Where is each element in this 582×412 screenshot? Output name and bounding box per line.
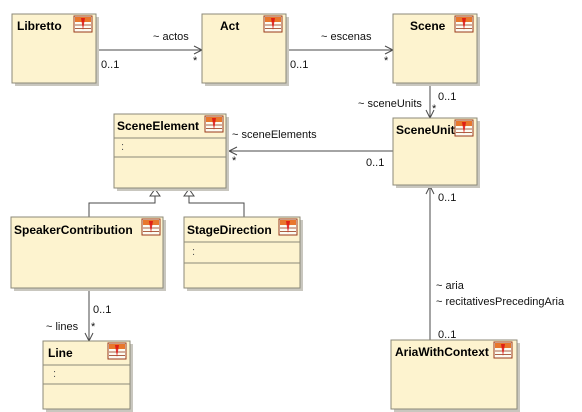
uml-class-icon bbox=[278, 218, 298, 236]
mult-scene-sceneunit-target: * bbox=[432, 103, 437, 115]
class-name-scene: Scene bbox=[410, 19, 446, 33]
mult-aria-sceneunit-source: 0..1 bbox=[438, 329, 456, 341]
class-name-sceneelement: SceneElement bbox=[117, 119, 199, 133]
uml-class-icon bbox=[107, 342, 127, 360]
uml-class-icon bbox=[204, 115, 224, 133]
uml-class-icon bbox=[263, 15, 283, 33]
mult-scene-sceneunit-source: 0..1 bbox=[438, 91, 456, 103]
class-libretto[interactable]: Libretto bbox=[11, 13, 99, 86]
association-libretto-act[interactable]: ~ actos 0..1 * bbox=[97, 31, 204, 71]
uml-class-icon bbox=[454, 15, 474, 33]
uml-class-icon bbox=[73, 15, 93, 33]
mult-sceneunit-sceneelement-source: 0..1 bbox=[366, 157, 384, 169]
association-act-scene[interactable]: ~ escenas 0..1 * bbox=[287, 31, 395, 71]
role-sceneunits: ~ sceneUnits bbox=[358, 98, 422, 110]
class-line[interactable]: Line : bbox=[42, 340, 133, 412]
role-escenas: ~ escenas bbox=[321, 31, 372, 43]
uml-class-icon bbox=[454, 119, 474, 137]
mult-speaker-line-source: 0..1 bbox=[93, 304, 111, 316]
class-name-ariawithcontext: AriaWithContext bbox=[395, 345, 489, 359]
role-recitatives-preceding-aria: ~ recitativesPrecedingAria bbox=[436, 296, 565, 308]
uml-class-icon bbox=[141, 218, 161, 236]
generalization-stagedirection[interactable] bbox=[183, 188, 245, 217]
class-name-stagedirection: StageDirection bbox=[187, 223, 272, 237]
attribute-placeholder: : bbox=[121, 141, 124, 153]
association-speaker-line[interactable]: ~ lines 0..1 * bbox=[46, 289, 111, 343]
mult-libretto-act-source: 0..1 bbox=[101, 59, 119, 71]
role-lines: ~ lines bbox=[46, 321, 79, 333]
mult-aria-sceneunit-target: 0..1 bbox=[438, 192, 456, 204]
mult-act-scene-source: 0..1 bbox=[290, 59, 308, 71]
association-aria-sceneunit[interactable]: ~ aria ~ recitativesPrecedingAria 0..1 0… bbox=[425, 184, 565, 341]
mult-speaker-line-target: * bbox=[91, 321, 96, 333]
association-sceneunit-sceneelement[interactable]: ~ sceneElements 0..1 * bbox=[227, 129, 393, 169]
class-ariawithcontext[interactable]: AriaWithContext bbox=[390, 339, 520, 412]
uml-class-icon bbox=[493, 341, 513, 359]
class-speakercontribution[interactable]: SpeakerContribution bbox=[10, 216, 166, 291]
class-name-libretto: Libretto bbox=[17, 19, 62, 33]
role-actos: ~ actos bbox=[153, 31, 189, 43]
role-sceneelements: ~ sceneElements bbox=[232, 129, 317, 141]
mult-act-scene-target: * bbox=[384, 55, 389, 67]
class-scene[interactable]: Scene bbox=[392, 13, 480, 86]
class-act[interactable]: Act bbox=[201, 13, 289, 86]
class-stagedirection[interactable]: StageDirection : bbox=[183, 216, 303, 291]
class-sceneunit[interactable]: SceneUnit bbox=[392, 117, 480, 188]
mult-sceneunit-sceneelement-target: * bbox=[232, 155, 237, 167]
role-aria: ~ aria bbox=[436, 280, 465, 292]
class-name-line: Line bbox=[48, 346, 73, 360]
generalization-speakercontribution[interactable] bbox=[88, 188, 161, 217]
class-name-speakercontribution: SpeakerContribution bbox=[14, 223, 133, 237]
class-sceneelement[interactable]: SceneElement : bbox=[113, 113, 229, 191]
mult-libretto-act-target: * bbox=[193, 55, 198, 67]
attribute-placeholder: : bbox=[53, 368, 56, 380]
class-name-sceneunit: SceneUnit bbox=[396, 123, 455, 137]
class-name-act: Act bbox=[220, 19, 239, 33]
association-scene-sceneunit[interactable]: ~ sceneUnits 0..1 * bbox=[358, 84, 456, 120]
attribute-placeholder: : bbox=[192, 246, 195, 258]
